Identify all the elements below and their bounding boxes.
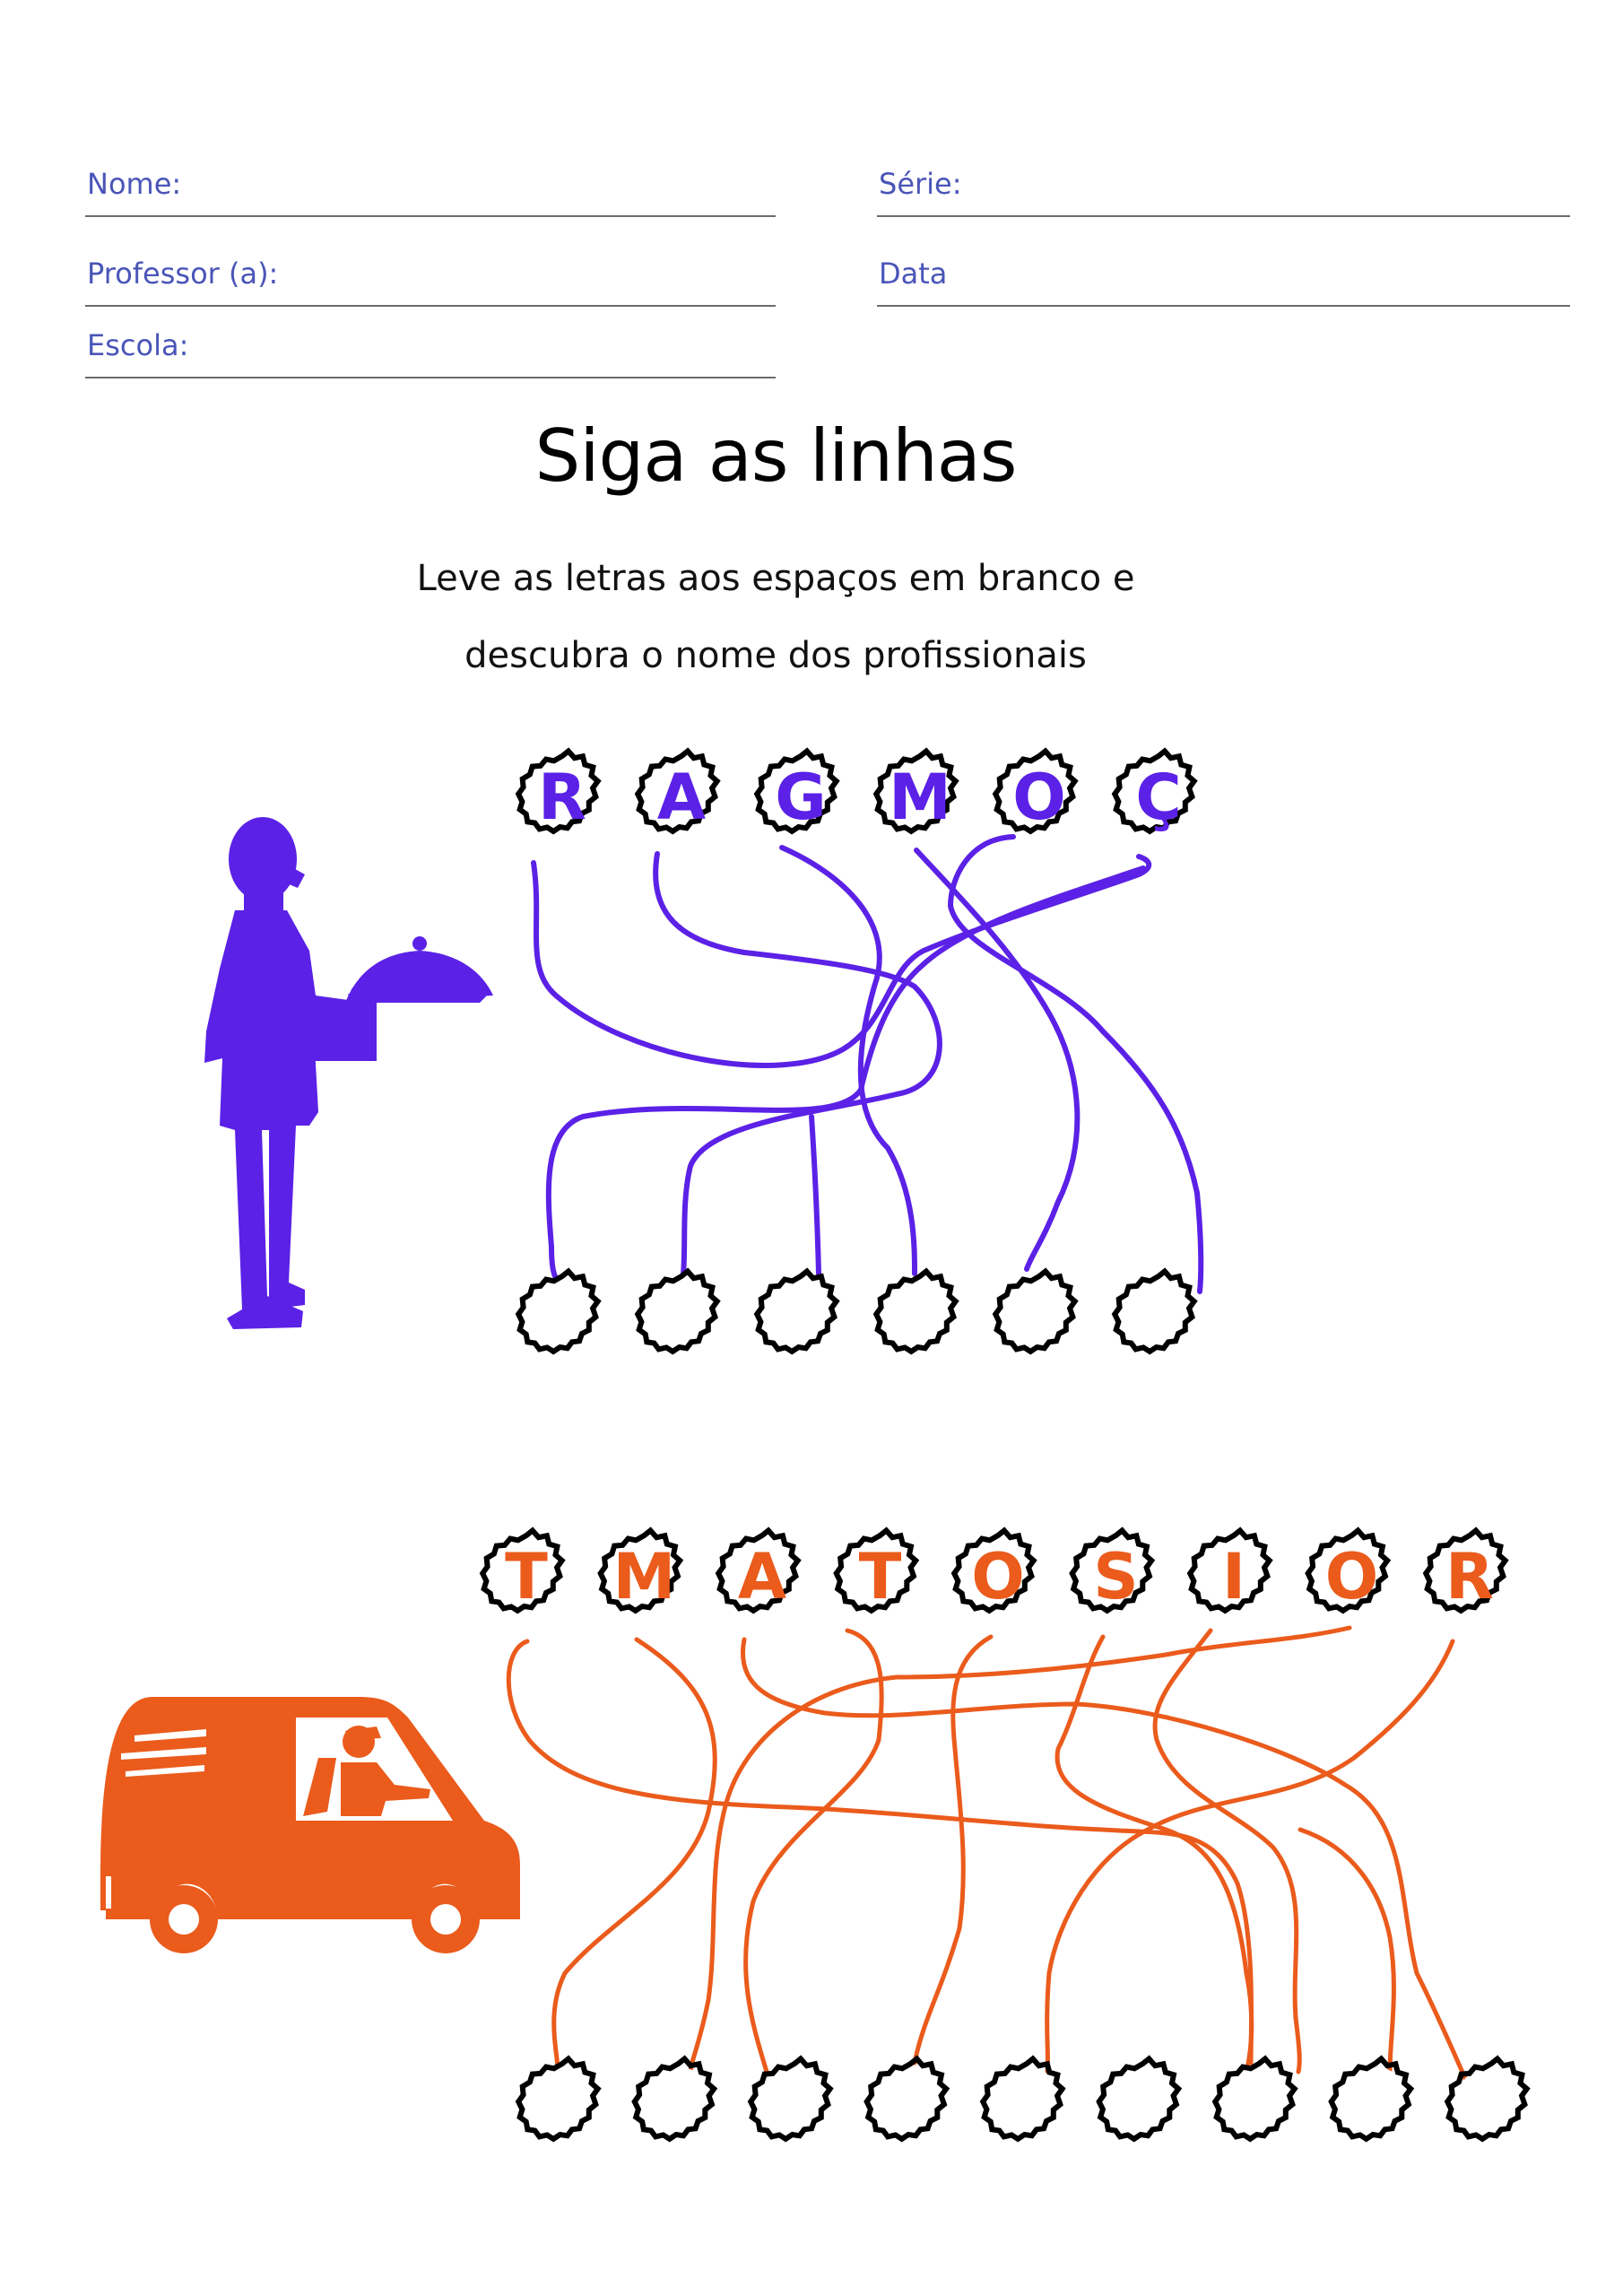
puzzle-letter: Ç [1135,761,1181,834]
puzzle2-answer-slot[interactable] [1099,2059,1179,2140]
puzzle-letter: A [657,761,706,834]
puzzle2-answer-slot[interactable] [635,2059,715,2140]
professor-label: Professor (a): [87,257,279,291]
puzzle2-answer-slot[interactable] [518,2059,598,2140]
puzzle1-answer-row [518,1272,1194,1352]
puzzle1-letter-badge: G [757,752,837,834]
puzzle1-letter-badge: M [876,752,956,834]
instruction-line-1: Leve as letras aos espaços em branco e [416,558,1135,599]
instruction-line-2: descubra o nome dos profissionais [464,635,1087,676]
puzzle1-letter-badge: A [638,752,717,834]
puzzle2-letter-badge: O [954,1531,1034,1613]
puzzle-letter: O [971,1540,1025,1613]
puzzle-letter: T [859,1540,902,1613]
puzzle2-letter-badge: S [1072,1531,1152,1613]
puzzle2-letter-badge: I [1190,1531,1270,1613]
puzzle2-answer-row [518,2059,1527,2140]
puzzle-letter: G [775,761,826,834]
puzzle2-answer-slot[interactable] [1447,2059,1527,2140]
nome-label: Nome: [87,167,182,201]
data-label: Data [879,257,948,291]
puzzle2-answer-slot[interactable] [1332,2059,1411,2140]
waiter-silhouette-icon [204,817,493,1329]
puzzle1-answer-slot[interactable] [876,1272,956,1352]
puzzle1-letter-badge: Ç [1115,752,1194,834]
puzzle-letter: R [538,761,586,834]
puzzle2-letter-badge: A [718,1531,798,1613]
puzzle2-letter-badge: T [482,1531,562,1613]
puzzle-letter: M [613,1540,676,1613]
puzzle1-lines [531,834,1204,1294]
puzzle1-letter-badge: O [995,752,1075,834]
puzzle2-letter-badge: T [837,1531,916,1613]
puzzle1-letter-badge: R [518,752,598,834]
puzzle-letter: A [738,1540,786,1613]
puzzle2-letter-badge: O [1308,1531,1388,1613]
puzzle1-answer-slot[interactable] [757,1272,837,1352]
puzzle-letter: M [889,761,951,834]
puzzle2-answer-slot[interactable] [983,2059,1063,2140]
nome-field[interactable]: Nome: [85,161,776,217]
puzzle2-answer-slot[interactable] [1215,2059,1295,2140]
puzzle-letter: I [1222,1540,1245,1613]
puzzle2-letter-badge: R [1426,1531,1506,1613]
puzzle-letter: T [505,1540,548,1613]
puzzle2-answer-slot[interactable] [867,2059,947,2140]
puzzle2-lines [506,1625,1473,2092]
escola-label: Escola: [87,328,189,362]
serie-field[interactable]: Série: [877,161,1570,217]
professor-field[interactable]: Professor (a): [85,251,776,307]
puzzle-letter: O [1325,1540,1379,1613]
page-title: Siga as linhas [534,414,1018,498]
puzzle1-answer-slot[interactable] [1115,1272,1194,1352]
puzzle-letter: S [1093,1540,1138,1613]
puzzle-letter: O [1012,761,1066,834]
escola-field[interactable]: Escola: [85,323,776,378]
puzzle2-answer-slot[interactable] [751,2059,830,2140]
puzzle1-answer-slot[interactable] [638,1272,717,1352]
serie-label: Série: [879,167,962,201]
delivery-van-icon [100,1697,520,1953]
puzzle-letter: R [1445,1540,1494,1613]
data-field[interactable]: Data [877,251,1570,307]
puzzle1-answer-slot[interactable] [518,1272,598,1352]
puzzle2-letter-badge: M [601,1531,681,1613]
puzzle1-answer-slot[interactable] [995,1272,1075,1352]
